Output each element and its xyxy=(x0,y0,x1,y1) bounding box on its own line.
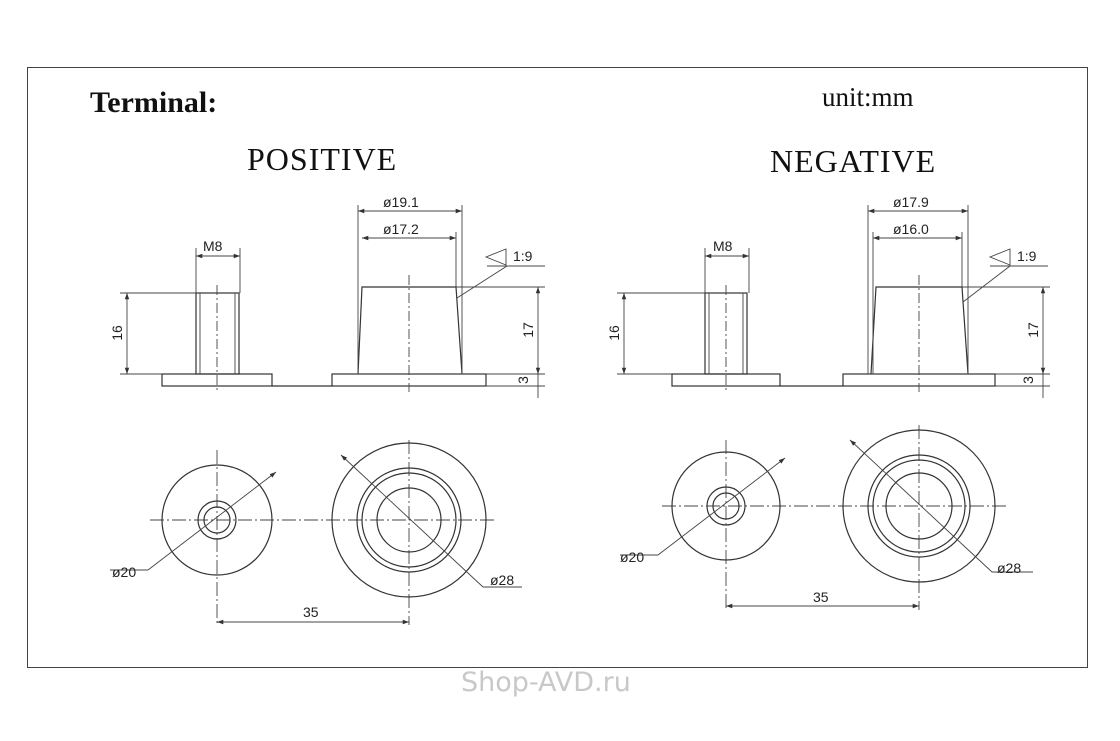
negative-side-view: M8 ø17.9 ø16.0 1:9 16 17 3 xyxy=(606,194,1050,398)
negative-base-diameter: ø20 xyxy=(620,549,644,565)
negative-taper-label: 1:9 xyxy=(1017,248,1037,264)
negative-spacing: 35 xyxy=(813,589,829,605)
watermark-text: Shop-AVD.ru xyxy=(461,667,631,698)
negative-top-view: ø20 ø28 35 xyxy=(620,425,1033,610)
positive-height-16: 16 xyxy=(109,325,125,341)
positive-height-17: 17 xyxy=(520,322,536,338)
positive-inner-diameter: ø17.2 xyxy=(383,221,419,237)
positive-outer-diameter: ø19.1 xyxy=(383,194,419,210)
negative-height-3: 3 xyxy=(1020,376,1036,384)
positive-flange-diameter: ø28 xyxy=(490,572,514,588)
drawing-frame xyxy=(27,67,1088,668)
positive-height-3: 3 xyxy=(515,376,531,384)
positive-taper-label: 1:9 xyxy=(513,248,533,264)
positive-side-view: M8 ø19.1 ø17.2 1:9 16 17 3 xyxy=(109,194,545,398)
positive-spacing: 35 xyxy=(303,604,319,620)
negative-height-16: 16 xyxy=(606,325,622,341)
negative-heading: NEGATIVE xyxy=(770,143,936,179)
unit-label: unit:mm xyxy=(822,82,914,112)
negative-m8-label: M8 xyxy=(713,238,733,254)
positive-m8-label: M8 xyxy=(203,238,223,254)
terminal-title: Terminal: xyxy=(90,86,217,119)
positive-top-view: ø20 ø28 35 xyxy=(110,440,522,625)
negative-flange-diameter: ø28 xyxy=(997,560,1021,576)
positive-base-diameter: ø20 xyxy=(112,564,136,580)
positive-heading: POSITIVE xyxy=(247,141,397,177)
negative-height-17: 17 xyxy=(1025,322,1041,338)
negative-outer-diameter: ø17.9 xyxy=(893,194,929,210)
negative-inner-diameter: ø16.0 xyxy=(893,221,929,237)
